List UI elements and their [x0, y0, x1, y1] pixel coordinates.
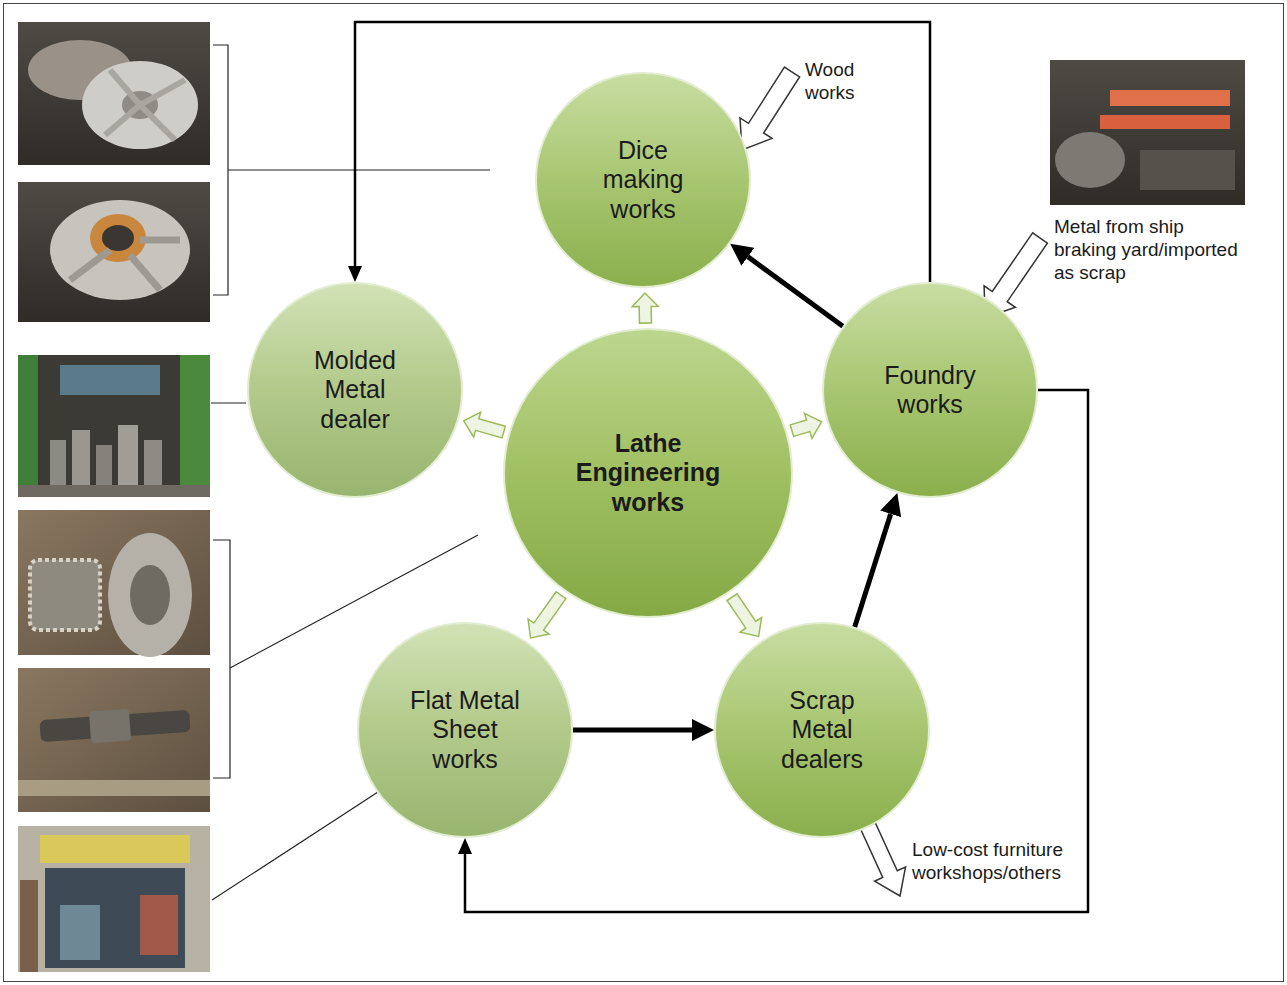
circle-node: Foundry works [822, 282, 1038, 498]
node-label: Dice making works [588, 136, 698, 225]
circle-shape [715, 623, 929, 837]
photo-shape [18, 780, 210, 796]
photo-ground [18, 22, 210, 165]
photo [18, 182, 210, 322]
note-label: Metal from ship braking yard/imported as… [1054, 215, 1250, 285]
photo-shape [20, 880, 38, 972]
photo-shape [102, 225, 134, 251]
photo-shape [82, 61, 198, 149]
flow-arrow [464, 412, 506, 438]
photo [18, 668, 210, 812]
flow-arrow [727, 594, 761, 637]
photo-shape [1100, 115, 1230, 129]
flow-arrow [632, 293, 658, 323]
bold-arrow [573, 728, 692, 733]
photo-shape [105, 70, 185, 140]
circle-shape [823, 283, 1037, 497]
bold-arrow [748, 257, 843, 326]
photo-ground [18, 355, 210, 497]
node-label: Scrap Metal dealers [770, 686, 874, 775]
photo-shape [96, 445, 112, 485]
photo [1050, 60, 1245, 205]
frame [4, 4, 1284, 982]
node-label: Flat Metal Sheet works [402, 686, 528, 775]
leader-line [211, 402, 246, 403]
photo-shape [50, 440, 66, 485]
circle-node: Scrap Metal dealers [714, 622, 930, 838]
node-label: Molded Metal dealer [300, 346, 410, 435]
photo-shape [45, 868, 185, 968]
leader-line [212, 792, 378, 900]
photo [18, 510, 210, 657]
photo-shape [72, 430, 90, 485]
flow-arrow [528, 592, 566, 638]
photo-ground [18, 668, 210, 812]
photo-shape [60, 365, 160, 395]
photo-shape [18, 485, 210, 497]
leader-line [228, 169, 490, 170]
note-label: Wood works [805, 58, 875, 104]
photo-shape [18, 355, 38, 497]
photo [18, 355, 210, 497]
photo-shape [1140, 150, 1235, 190]
photo-shape [140, 895, 178, 955]
photo-shape [144, 440, 162, 485]
photo-ground [18, 826, 210, 972]
photo-shape [180, 355, 210, 497]
circle-shape [504, 329, 792, 617]
hollow-arrow [740, 67, 800, 150]
photo-shape [70, 240, 180, 290]
circle-node: Lathe Engineering works [503, 328, 793, 618]
photo-shape [1110, 90, 1230, 106]
circle-shape [358, 623, 572, 837]
node-label: Lathe Engineering works [563, 429, 733, 518]
flow-arrow [790, 413, 821, 438]
hollow-arrow [861, 823, 906, 896]
photo-shape [130, 565, 170, 625]
circle-shape [536, 73, 750, 287]
bold-arrow [855, 514, 891, 627]
photo-shape [60, 905, 100, 960]
photo-shape [30, 560, 100, 630]
circle-node: Molded Metal dealer [247, 282, 463, 498]
photo-ground [1050, 60, 1245, 205]
bracket [213, 45, 228, 295]
circle-shape [248, 283, 462, 497]
photo-ground [18, 182, 210, 322]
circle-node: Dice making works [535, 72, 751, 288]
bracket [213, 540, 230, 778]
photo [18, 826, 210, 972]
photo-shape [1055, 132, 1125, 188]
circle-node: Flat Metal Sheet works [357, 622, 573, 838]
photo-shape [118, 425, 138, 485]
photo-shape [108, 533, 192, 657]
photo-shape [40, 835, 190, 863]
photo-shape [50, 200, 190, 300]
node-label: Foundry works [874, 361, 986, 420]
photo [18, 22, 210, 165]
note-label: Low-cost furniture workshops/others [912, 838, 1082, 884]
photo-shape [89, 709, 131, 744]
